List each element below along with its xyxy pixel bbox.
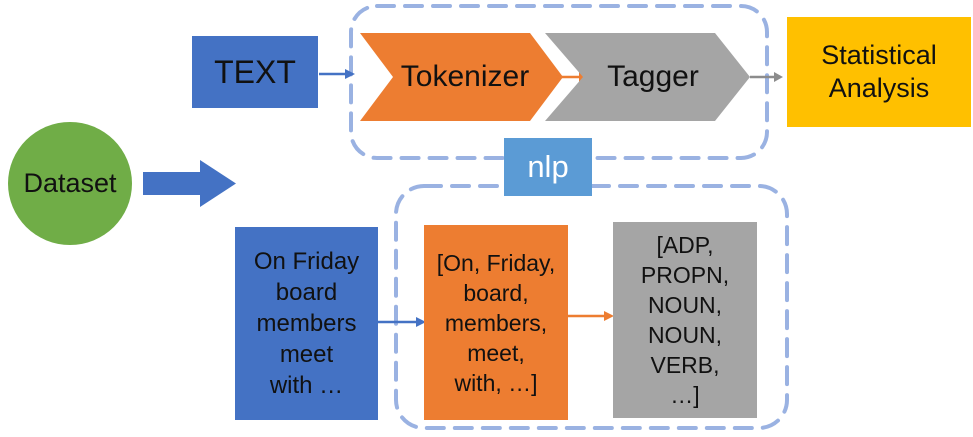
statistical-analysis-node: Statistical Analysis	[787, 17, 971, 127]
tags-node: [ADP, PROPN, NOUN, NOUN, VERB, …]	[613, 222, 757, 418]
tokenizer-label: Tokenizer	[400, 60, 530, 93]
tokens-list: [On, Friday, board, members, meet, with,…	[436, 249, 556, 396]
dataset-flow-arrow-icon	[143, 160, 236, 207]
tags-list: [ADP, PROPN, NOUN, NOUN, VERB, …]	[640, 232, 730, 408]
example-text: On Friday board members meet with …	[253, 248, 360, 399]
text-to-pipeline-arrow-icon	[319, 69, 355, 79]
statistical-analysis-label: Statistical Analysis	[821, 40, 937, 103]
tagger-to-output-arrow-icon	[750, 72, 783, 82]
dataset-label: Dataset	[23, 168, 117, 198]
text-node: TEXT	[192, 36, 318, 108]
tokenizer-node: Tokenizer	[385, 33, 545, 121]
tokens-to-tags-arrow-icon	[568, 311, 614, 321]
nlp-node: nlp	[504, 138, 592, 196]
tagger-chevron	[545, 33, 750, 121]
tokenizer-chevron	[360, 33, 563, 121]
tagger-label: Tagger	[607, 60, 699, 93]
nlp-label: nlp	[527, 149, 569, 184]
text-to-tokens-arrow-icon	[378, 317, 426, 327]
text-label: TEXT	[214, 53, 296, 90]
dataset-node: Dataset	[8, 122, 132, 245]
tagger-node: Tagger	[583, 33, 723, 121]
example-text-node: On Friday board members meet with …	[235, 227, 378, 420]
tokens-node: [On, Friday, board, members, meet, with,…	[424, 225, 568, 420]
